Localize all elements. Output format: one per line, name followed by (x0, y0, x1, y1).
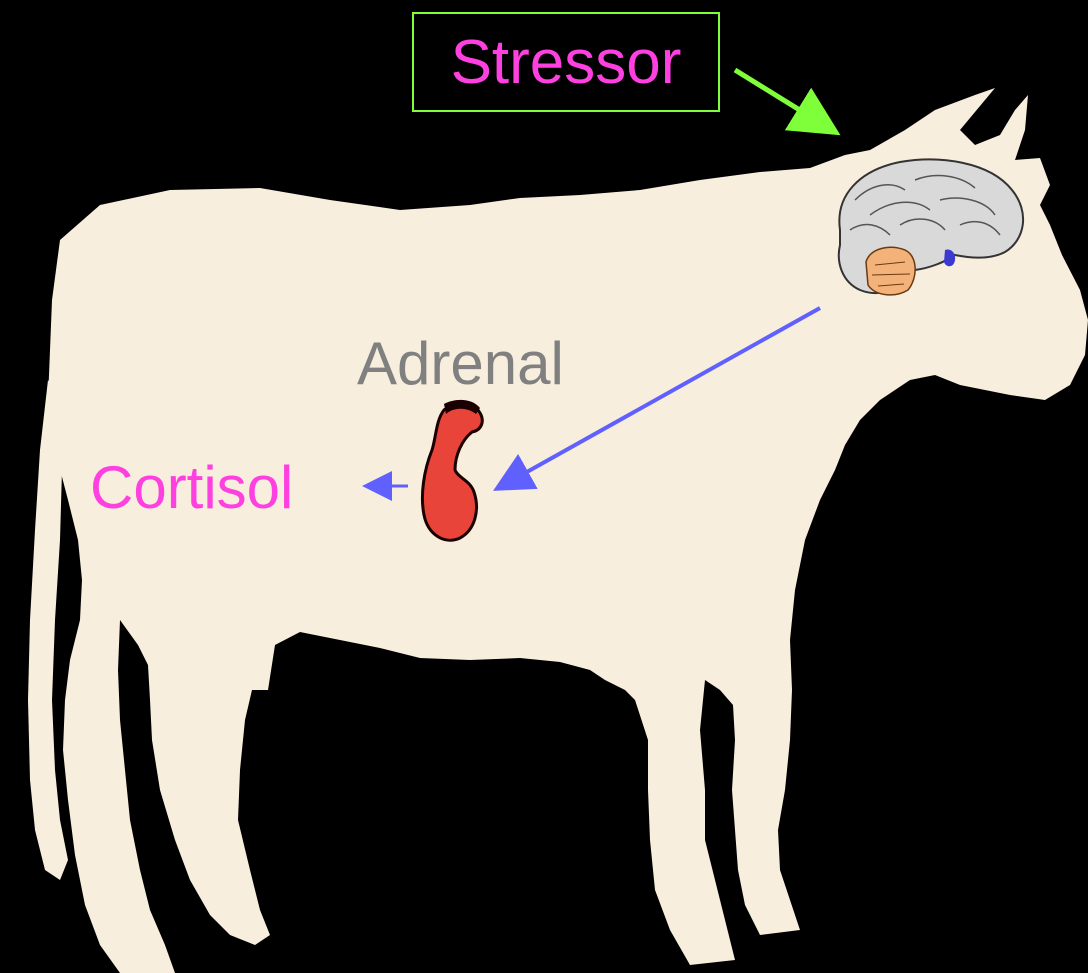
stressor-arrow (735, 70, 832, 130)
stressor-label: Stressor (451, 27, 682, 98)
cortisol-label: Cortisol (90, 458, 293, 518)
stressor-box: Stressor (412, 12, 720, 112)
adrenal-label: Adrenal (357, 334, 564, 394)
